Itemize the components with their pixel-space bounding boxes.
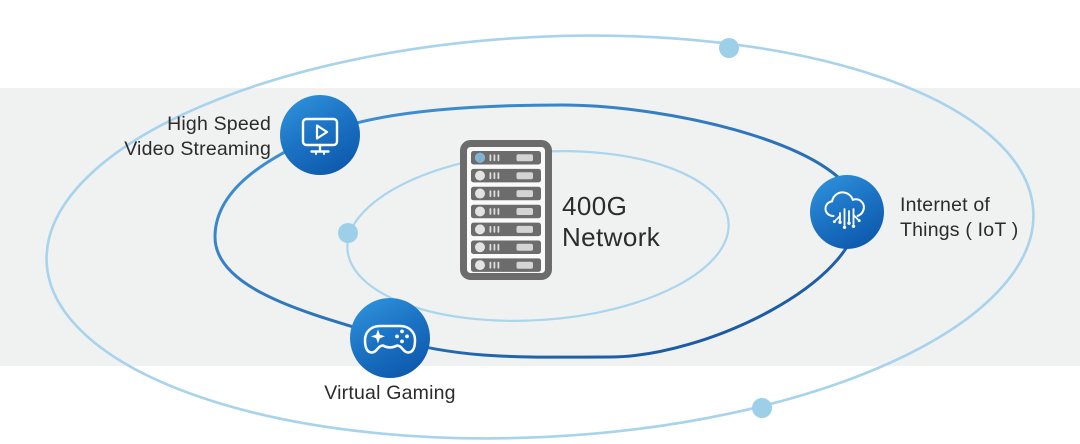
label-video-streaming: High Speed Video Streaming — [124, 112, 271, 162]
server-led — [475, 152, 485, 163]
label-virtual-gaming: Virtual Gaming — [290, 381, 490, 406]
diagram-title-line2: Network — [562, 222, 661, 252]
orbit-node-dot-bottom — [752, 398, 772, 418]
gamepad-dpad-star — [371, 329, 385, 344]
outer-orbit-ring — [45, 34, 1035, 440]
node-iot — [810, 175, 884, 249]
server-rack-icon — [460, 140, 552, 280]
middle-orbit-ring — [213, 103, 860, 359]
iot-cloud-circuit-icon — [824, 191, 865, 229]
label-video-line1: High Speed — [167, 113, 271, 135]
gamepad-buttons — [395, 329, 409, 344]
node-virtual-gaming — [350, 298, 430, 378]
diagram-title: 400G Network — [562, 191, 660, 253]
video-streaming-monitor-play-icon — [301, 117, 339, 155]
label-iot-line1: Internet of — [900, 194, 991, 216]
label-gaming-text: Virtual Gaming — [324, 382, 456, 404]
label-iot-line2: Things ( IoT ) — [900, 219, 1019, 241]
node-video-streaming — [280, 95, 360, 175]
diagram-title-line1: 400G — [562, 191, 628, 221]
orbit-node-dot-top — [719, 38, 739, 58]
orbit-node-dot-left — [338, 223, 358, 243]
label-iot: Internet of Things ( IoT ) — [900, 193, 1018, 243]
gamepad-icon — [363, 324, 417, 354]
label-video-line2: Video Streaming — [124, 138, 271, 160]
